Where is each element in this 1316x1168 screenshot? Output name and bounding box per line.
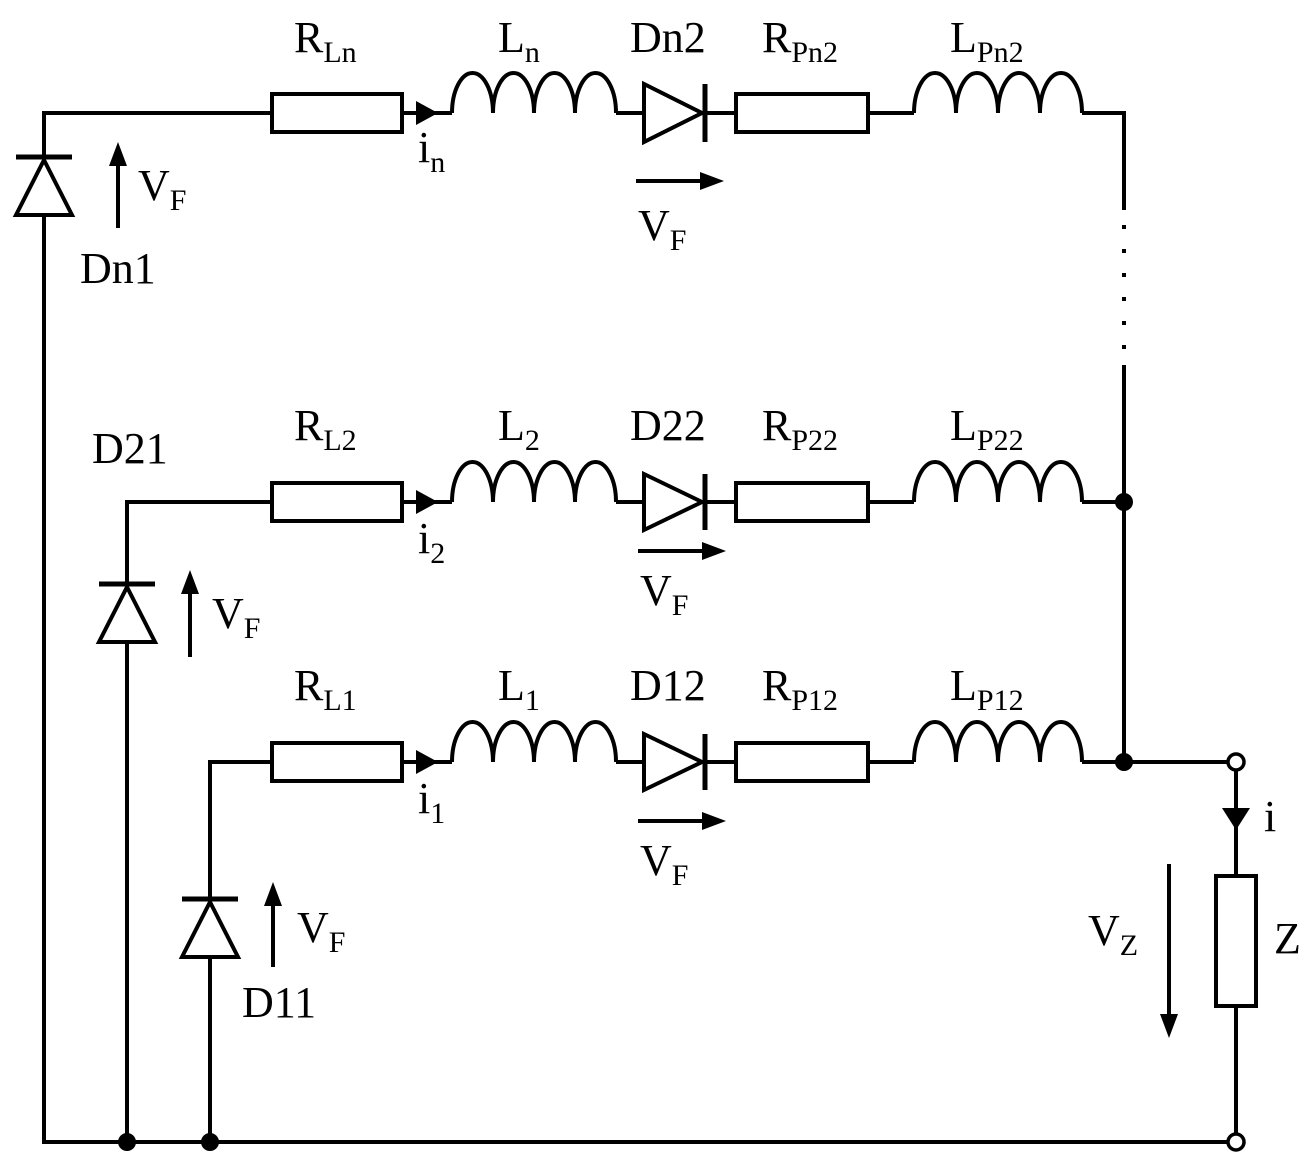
label-rl2: RL2	[294, 401, 357, 457]
label-d21: D21	[92, 424, 168, 473]
label-lp12: LP12	[950, 661, 1024, 717]
vf-arrow-d22	[638, 542, 726, 560]
node-right-upper	[1115, 493, 1133, 511]
resistor-rp22	[734, 481, 870, 523]
node-bottom-d11	[201, 1133, 219, 1151]
diode-d11	[178, 896, 242, 959]
node-bottom-d21	[118, 1133, 136, 1151]
diode-dn1	[12, 154, 76, 217]
label-d11: D11	[242, 978, 316, 1027]
vf-arrow-dn1	[109, 142, 127, 228]
diode-d22	[642, 470, 708, 534]
node-right-lower	[1115, 753, 1133, 771]
label-vf-dn2: VF	[638, 201, 686, 257]
inductor-ln	[450, 71, 618, 114]
wire-bottom-bus	[42, 368, 1236, 1144]
label-vf-d21: VF	[212, 589, 260, 645]
label-l1: L1	[498, 661, 540, 717]
label-lp22: LP22	[950, 401, 1024, 457]
inductor-lpn2	[912, 71, 1084, 114]
label-rl1: RL1	[294, 661, 357, 717]
label-vf-d22: VF	[640, 566, 688, 622]
label-d12: D12	[630, 661, 706, 710]
label-load-current: i	[1264, 792, 1276, 841]
label-rpn2: RPn2	[762, 13, 838, 69]
inductor-l2	[450, 460, 618, 503]
impedance-z	[1214, 874, 1258, 1008]
vf-arrow-d11	[264, 882, 282, 967]
inductor-lp12	[912, 720, 1084, 763]
current-arrow-i2	[416, 490, 438, 514]
label-z: Z	[1274, 914, 1301, 963]
vf-arrow-d12	[638, 812, 726, 830]
label-ln: Ln	[498, 13, 540, 69]
vf-arrow-dn2	[636, 172, 724, 190]
inductor-l1	[450, 720, 618, 763]
label-in: in	[418, 123, 445, 179]
wire-branch-n	[42, 111, 1126, 368]
wire-branch-1	[208, 760, 1236, 1142]
label-i1: i1	[418, 774, 445, 830]
diode-dn2	[642, 80, 708, 146]
terminal-top	[1226, 752, 1246, 772]
resistor-rl1	[270, 741, 404, 783]
label-vf-dn1: VF	[138, 161, 186, 217]
current-arrow-i1	[416, 750, 438, 774]
wire-branch-2	[125, 500, 1124, 1142]
current-arrow-in	[416, 101, 438, 125]
label-l2: L2	[498, 401, 540, 457]
label-rln: RLn	[294, 13, 357, 69]
vz-arrow	[1160, 864, 1178, 1038]
diode-d12	[642, 730, 708, 794]
label-rp12: RP12	[762, 661, 838, 717]
label-lpn2: LPn2	[950, 13, 1024, 69]
label-vz: VZ	[1088, 906, 1138, 962]
diode-d21	[95, 581, 159, 644]
current-arrow-load	[1222, 808, 1250, 830]
resistor-rln	[270, 92, 404, 134]
label-vf-d12: VF	[640, 836, 688, 892]
resistor-rl2	[270, 481, 404, 523]
inductor-lp22	[912, 460, 1084, 503]
terminal-bottom	[1226, 1132, 1246, 1152]
label-dn2: Dn2	[630, 13, 706, 62]
label-d22: D22	[630, 401, 706, 450]
resistor-rpn2	[734, 92, 870, 134]
label-rp22: RP22	[762, 401, 838, 457]
label-dn1: Dn1	[80, 244, 156, 293]
label-i2: i2	[418, 514, 445, 570]
vf-arrow-d21	[181, 570, 199, 657]
label-vf-d11: VF	[297, 903, 345, 959]
resistor-rp12	[734, 741, 870, 783]
